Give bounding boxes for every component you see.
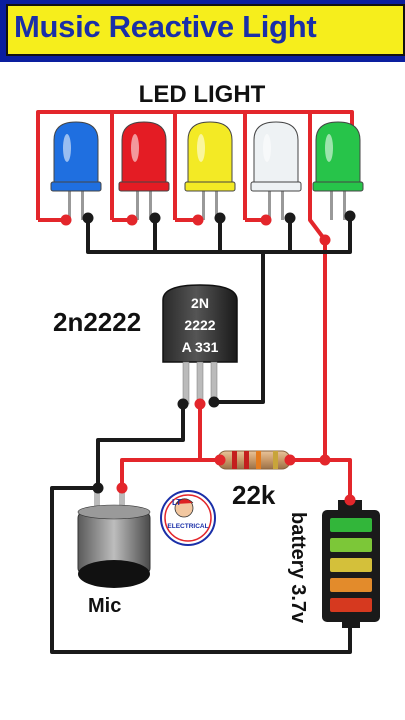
mic-label: Mic — [88, 595, 121, 617]
junction-dot — [60, 214, 72, 226]
transistor-marking-2: 2222 — [184, 317, 215, 333]
transistor: 2N 2222 A 331 — [162, 284, 238, 405]
junction-dot — [194, 398, 206, 410]
battery-label: battery 3.7v — [287, 512, 309, 624]
junction-dot — [344, 494, 356, 506]
junction-dot — [284, 212, 296, 224]
brand-logo: LT ELECTRICAL — [160, 490, 216, 546]
resistor-label: 22k — [232, 480, 276, 510]
battery — [322, 500, 380, 628]
led-cathode-wire — [86, 216, 352, 404]
junction-dot — [319, 234, 331, 246]
led-5 — [312, 121, 364, 220]
junction-dot — [260, 214, 272, 226]
battery-bar-3 — [330, 558, 372, 572]
transistor-lead-wires — [96, 404, 352, 500]
battery-bar-2 — [330, 538, 372, 552]
resistor — [217, 450, 291, 470]
led-array — [50, 121, 364, 220]
junction-dot — [284, 454, 296, 466]
junction-dot — [192, 214, 204, 226]
logo-initials: LT — [172, 498, 181, 507]
junction-dot — [149, 212, 161, 224]
battery-bar-5 — [330, 598, 372, 612]
led-label: LED LIGHT — [139, 81, 266, 108]
transistor-label: 2n2222 — [53, 307, 141, 337]
junction-dot — [177, 398, 189, 410]
page-title: Music Reactive Light — [14, 9, 317, 44]
junction-dot — [344, 616, 356, 628]
transistor-marking-3: A 331 — [182, 339, 219, 355]
microphone — [77, 488, 151, 588]
title-banner: Music Reactive Light — [0, 0, 405, 62]
ground-wire — [50, 486, 352, 654]
junction-dot — [82, 212, 94, 224]
led-3 — [184, 121, 236, 220]
junction-dot — [92, 482, 104, 494]
junction-dot — [116, 482, 128, 494]
logo-text: ELECTRICAL — [167, 523, 208, 530]
junction-dot — [319, 454, 331, 466]
junction-dot — [214, 454, 226, 466]
led-1 — [50, 121, 102, 220]
junction-dots — [60, 210, 356, 628]
title-box — [6, 4, 405, 56]
transistor-marking-1: 2N — [191, 295, 209, 311]
battery-level-bars — [330, 518, 372, 612]
led-4 — [250, 121, 302, 220]
junction-dot — [344, 210, 356, 222]
battery-bar-1 — [330, 518, 372, 532]
junction-dot — [126, 214, 138, 226]
junction-dot — [214, 212, 226, 224]
led-2 — [118, 121, 170, 220]
junction-dot — [208, 396, 220, 408]
battery-bar-4 — [330, 578, 372, 592]
